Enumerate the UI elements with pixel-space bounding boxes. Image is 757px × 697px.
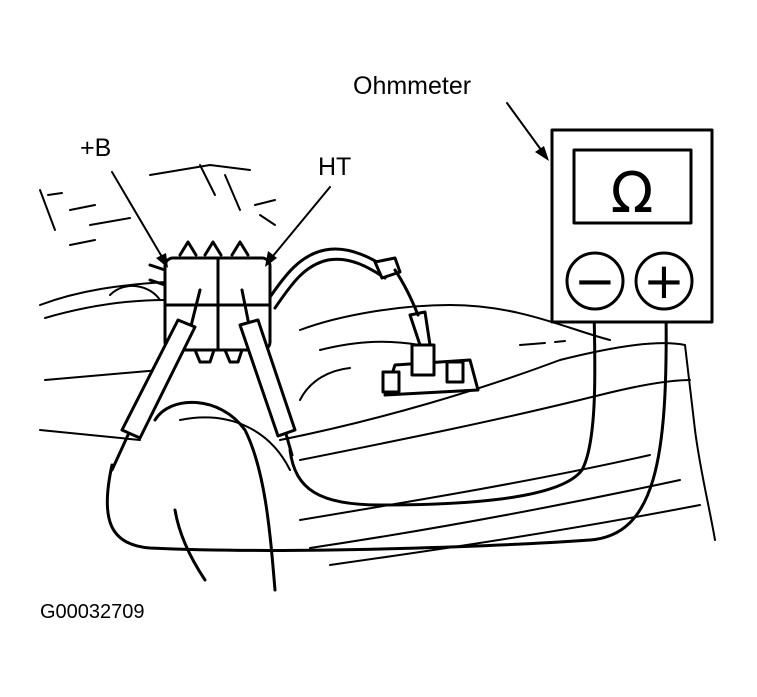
b-terminal-label: +B bbox=[80, 134, 112, 162]
ignition-coil bbox=[381, 310, 480, 397]
negative-terminal-symbol: − bbox=[574, 252, 616, 310]
high-tension-wire bbox=[266, 247, 420, 317]
ht-terminal-label: HT bbox=[318, 153, 352, 181]
probe-b bbox=[110, 288, 202, 472]
label-arrows bbox=[111, 102, 549, 268]
figure-code: G00032709 bbox=[40, 601, 145, 623]
ohm-symbol: Ω bbox=[611, 161, 654, 226]
ohmmeter bbox=[550, 128, 714, 324]
engine-outline bbox=[39, 164, 716, 566]
positive-terminal-symbol: + bbox=[643, 252, 685, 310]
ohmmeter-label: Ohmmeter bbox=[353, 72, 472, 100]
test-leads bbox=[105, 308, 668, 592]
